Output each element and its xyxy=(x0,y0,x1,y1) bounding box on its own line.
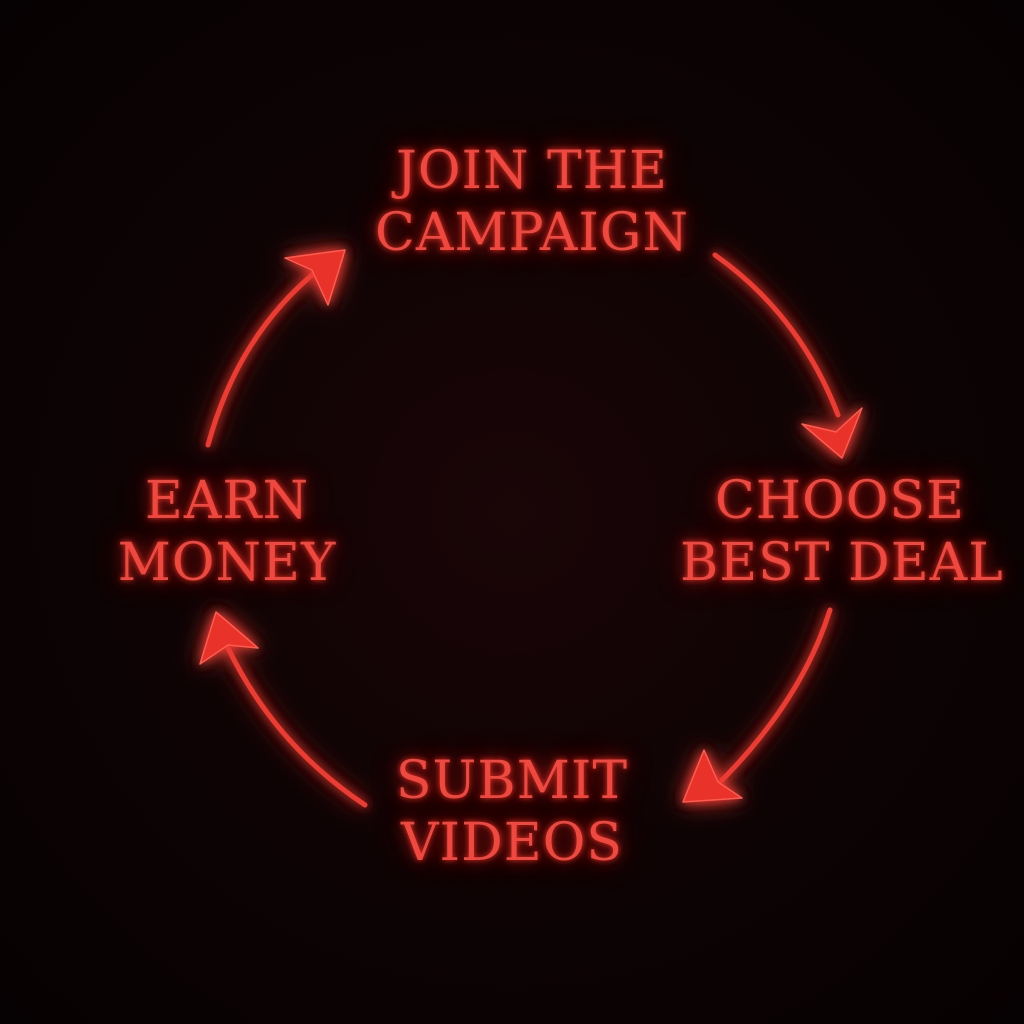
step-earn-money: EARN MONEY xyxy=(82,470,372,594)
step-label-line2: BEST DEAL xyxy=(680,533,1004,593)
step-choose-best-deal: CHOOSE BEST DEAL xyxy=(680,470,1004,594)
step-label-line1: CHOOSE xyxy=(715,471,965,531)
step-label-line1: SUBMIT xyxy=(395,751,629,811)
step-label-line1: EARN xyxy=(144,471,310,531)
step-label-line2: CAMPAIGN xyxy=(375,203,689,263)
arrow-choose-to-submit xyxy=(682,607,833,803)
step-label-line2: VIDEOS xyxy=(401,813,623,873)
step-label-line1: JOIN THE xyxy=(395,141,669,201)
step-join-the-campaign: JOIN THE CAMPAIGN xyxy=(362,140,702,264)
arrow-join-to-choose xyxy=(712,252,863,459)
arrow-submit-to-earn xyxy=(199,611,368,808)
arrow-earn-to-join xyxy=(205,249,346,448)
step-submit-videos: SUBMIT VIDEOS xyxy=(352,750,672,874)
step-label-line2: MONEY xyxy=(117,533,337,593)
